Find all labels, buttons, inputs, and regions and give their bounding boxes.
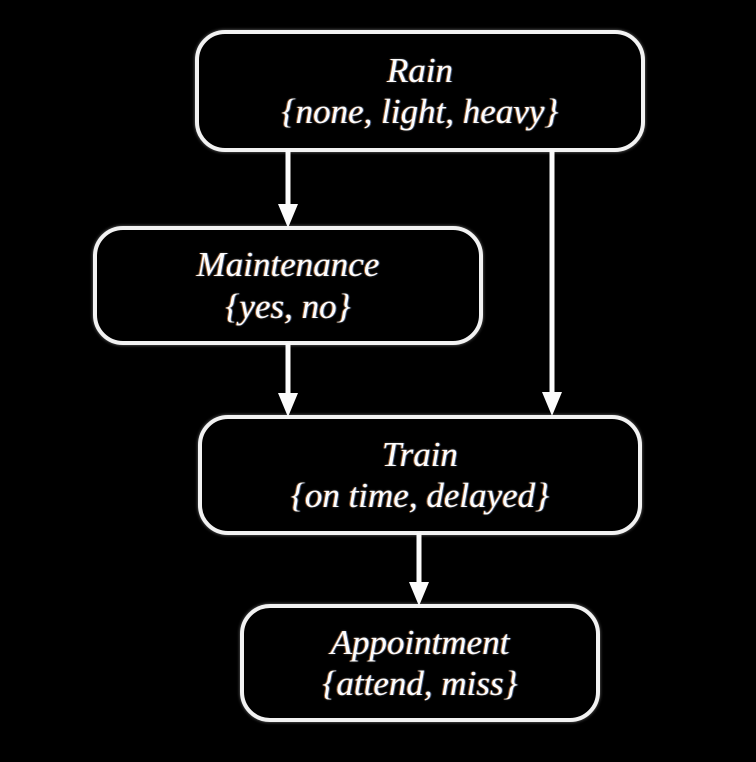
edge-rain-to-maintenance bbox=[268, 150, 308, 230]
arrow-down-icon bbox=[542, 150, 562, 416]
arrow-down-icon bbox=[409, 533, 429, 606]
arrow-down-icon bbox=[278, 150, 298, 228]
node-maintenance[interactable]: Maintenance {yes, no} bbox=[93, 226, 483, 345]
node-train[interactable]: Train {on time, delayed} bbox=[198, 415, 642, 535]
edge-maintenance-to-train bbox=[268, 343, 308, 419]
node-rain-states: {none, light, heavy} bbox=[281, 92, 559, 131]
node-rain-label: Rain bbox=[386, 50, 454, 90]
node-appointment-label: Appointment bbox=[330, 622, 510, 662]
node-train-states: {on time, delayed} bbox=[290, 476, 550, 515]
arrow-down-icon bbox=[278, 343, 298, 417]
node-train-label: Train bbox=[382, 434, 458, 474]
edge-train-to-appointment bbox=[399, 533, 439, 608]
node-appointment[interactable]: Appointment {attend, miss} bbox=[240, 604, 600, 722]
node-maintenance-states: {yes, no} bbox=[225, 286, 351, 326]
edge-rain-to-train bbox=[532, 150, 572, 418]
node-appointment-states: {attend, miss} bbox=[322, 664, 518, 703]
node-maintenance-label: Maintenance bbox=[196, 245, 380, 285]
node-rain[interactable]: Rain {none, light, heavy} bbox=[195, 30, 645, 152]
